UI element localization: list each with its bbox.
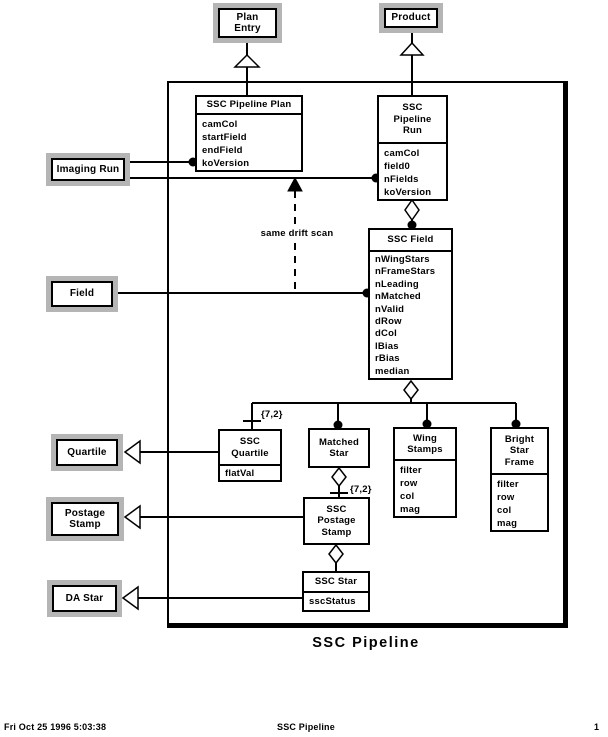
- class-attribute: camCol: [384, 148, 420, 159]
- class-attribute: endField: [202, 145, 243, 156]
- node-plan-entry: Plan Entry: [213, 3, 282, 43]
- class-box-ssc-pipeline-plan: SSC Pipeline Plan camCol startField endF…: [195, 95, 303, 172]
- class-attribute: row: [497, 492, 515, 503]
- class-attributes: camCol startField endField koVersion: [197, 115, 301, 170]
- node-da-star: DA Star: [47, 580, 122, 617]
- pipeline-container-frame: [167, 81, 568, 628]
- aggregation-diamond-field: [403, 379, 419, 401]
- class-attribute: filter: [400, 465, 422, 476]
- class-title: Matched Star: [319, 436, 359, 459]
- aggregation-diamond-run: [404, 198, 420, 222]
- class-title: Wing Stamps: [395, 429, 455, 461]
- constraint-arrowhead: [287, 176, 303, 192]
- class-attribute: lBias: [375, 340, 399, 352]
- association-dot-run-field: [407, 220, 417, 230]
- class-attribute: filter: [497, 479, 519, 490]
- class-attribute: row: [400, 478, 418, 489]
- node-postage-stamp-label: Postage Stamp: [51, 502, 119, 536]
- class-attributes: camCol field0 nFields koVersion: [379, 144, 446, 199]
- footer-page-number: 1: [594, 722, 600, 732]
- node-field: Field: [46, 276, 118, 312]
- class-box-ssc-postage-stamp: SSC Postage Stamp: [303, 497, 370, 545]
- class-attribute: field0: [384, 161, 411, 172]
- class-attribute: nFields: [384, 174, 419, 185]
- class-attribute: startField: [202, 132, 247, 143]
- class-attributes: nWingStars nFrameStars nLeading nMatched…: [370, 252, 451, 378]
- node-quartile-label: Quartile: [56, 439, 118, 466]
- class-attribute: dRow: [375, 315, 402, 327]
- aggregation-diamond-postage: [328, 543, 344, 565]
- class-attributes: filter row col mag: [395, 461, 455, 516]
- class-title: SSC Pipeline Plan: [197, 97, 301, 115]
- class-attribute: camCol: [202, 119, 238, 130]
- class-box-ssc-field: SSC Field nWingStars nFrameStars nLeadin…: [368, 228, 453, 380]
- class-title: SSC Postage Stamp: [317, 503, 356, 538]
- node-quartile: Quartile: [51, 434, 123, 471]
- node-postage-stamp: Postage Stamp: [46, 497, 124, 541]
- multiplicity-label-postage: {7,2}: [350, 484, 372, 495]
- class-box-bright-star-frame: Bright Star Frame filter row col mag: [490, 427, 549, 532]
- class-attribute: koVersion: [384, 187, 432, 198]
- class-title: SSC Field: [370, 230, 451, 252]
- class-box-ssc-pipeline-run: SSC Pipeline Run camCol field0 nFields k…: [377, 95, 448, 201]
- class-attribute: flatVal: [225, 468, 255, 479]
- class-box-wing-stamps: Wing Stamps filter row col mag: [393, 427, 457, 518]
- class-attribute: koVersion: [202, 158, 250, 169]
- node-imaging-run: Imaging Run: [46, 153, 130, 186]
- class-attribute: nFrameStars: [375, 266, 436, 278]
- class-attribute: nLeading: [375, 278, 419, 290]
- inheritance-triangle-postage-stamp: [123, 504, 141, 530]
- class-title: SSC Pipeline Run: [379, 97, 446, 144]
- class-attribute: mag: [497, 518, 518, 529]
- association-dot-wing-stamps: [422, 419, 432, 429]
- diagram-title: SSC Pipeline: [312, 635, 420, 651]
- inheritance-triangle-product: [399, 41, 425, 56]
- class-attributes: flatVal: [220, 466, 280, 480]
- class-attribute: rBias: [375, 353, 400, 365]
- node-da-star-label: DA Star: [52, 585, 117, 612]
- class-attribute: mag: [400, 504, 421, 515]
- node-product-label: Product: [384, 8, 438, 28]
- association-dot-bright-star: [511, 419, 521, 429]
- inheritance-triangle-plan-entry: [233, 53, 261, 68]
- class-attribute: nWingStars: [375, 253, 430, 265]
- association-dot-matched-star: [333, 420, 343, 430]
- class-title: SSC Quartile: [220, 431, 280, 466]
- class-box-ssc-star: SSC Star sscStatus: [302, 571, 370, 612]
- aggregation-diamond-matched-star: [331, 466, 347, 488]
- class-attribute: col: [400, 491, 415, 502]
- inheritance-triangle-quartile: [123, 439, 141, 465]
- class-box-ssc-quartile: SSC Quartile flatVal: [218, 429, 282, 482]
- class-attribute: median: [375, 365, 410, 377]
- class-attribute: col: [497, 505, 512, 516]
- class-attributes: sscStatus: [304, 593, 368, 610]
- class-title: Bright Star Frame: [492, 429, 547, 475]
- node-product: Product: [379, 3, 443, 33]
- class-attribute: nValid: [375, 303, 405, 315]
- class-title: SSC Star: [304, 573, 368, 593]
- class-attribute: dCol: [375, 328, 397, 340]
- class-box-matched-star: Matched Star: [308, 428, 370, 468]
- node-plan-entry-label: Plan Entry: [218, 8, 277, 38]
- class-attribute: nMatched: [375, 291, 421, 303]
- class-attributes: filter row col mag: [492, 475, 547, 530]
- constraint-label: same drift scan: [252, 228, 342, 239]
- footer-center-title: SSC Pipeline: [277, 722, 335, 732]
- node-field-label: Field: [51, 281, 113, 307]
- node-imaging-run-label: Imaging Run: [51, 158, 125, 181]
- inheritance-triangle-da-star: [121, 585, 139, 611]
- footer-date: Fri Oct 25 1996 5:03:38: [4, 722, 107, 732]
- class-attribute: sscStatus: [309, 596, 356, 607]
- multiplicity-label-quartile: {7,2}: [261, 409, 283, 420]
